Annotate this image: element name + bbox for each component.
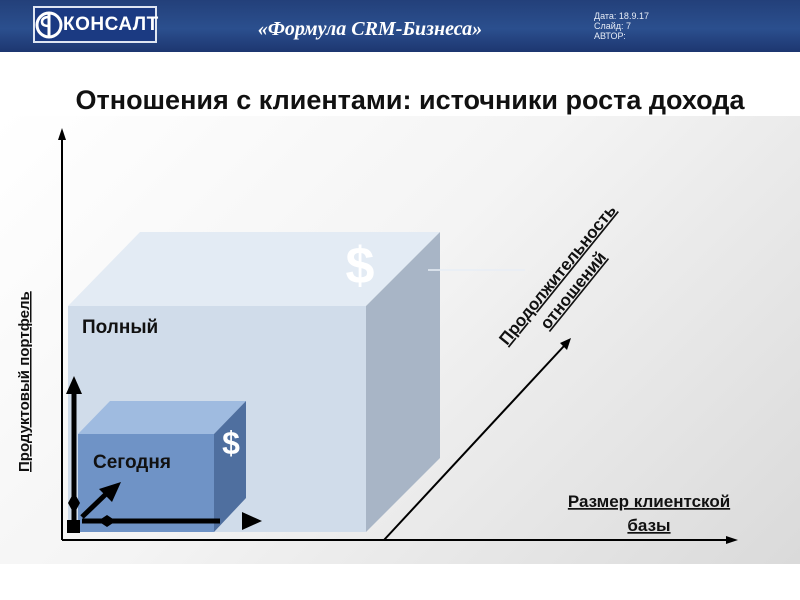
logo-mark-icon	[35, 8, 63, 41]
header-bar: КОНСАЛТ «Формула CRM-Бизнеса» Дата: 18.9…	[0, 0, 800, 52]
small-box-label: Сегодня	[93, 452, 171, 473]
diagonal-label-line1: Продолжительность	[495, 201, 620, 349]
logo: КОНСАЛТ	[33, 6, 159, 43]
x-axis-label-line2: базы	[627, 516, 670, 535]
diagonal-arrow	[80, 492, 108, 519]
diagonal-axis	[383, 338, 571, 541]
origin-square	[67, 520, 80, 533]
meta-date: Дата: 18.9.17	[594, 11, 649, 21]
y-axis	[58, 128, 66, 540]
small-box-dollar-icon: $	[222, 425, 240, 461]
big-box-dollar-icon: $	[346, 237, 375, 295]
slide-title: Отношения с клиентами: источники роста д…	[75, 85, 745, 115]
x-axis	[62, 536, 738, 544]
meta-author: АВТОР:	[594, 31, 626, 41]
big-box-label: Полный	[82, 317, 158, 338]
meta-slide: Слайд: 7	[594, 21, 632, 31]
growth-arrows	[66, 376, 262, 533]
logo-text: КОНСАЛТ	[63, 13, 159, 35]
diagonal-label: Продолжительность отношений	[495, 201, 620, 349]
x-axis-label-line1: Размер клиентской	[568, 492, 730, 511]
y-axis-label: Продуктовый портфель	[16, 291, 33, 472]
slide-meta: Дата: 18.9.17 Слайд: 7 АВТОР:	[594, 11, 649, 41]
presentation-title: «Формула CRM-Бизнеса»	[257, 18, 483, 40]
small-box	[78, 401, 246, 532]
